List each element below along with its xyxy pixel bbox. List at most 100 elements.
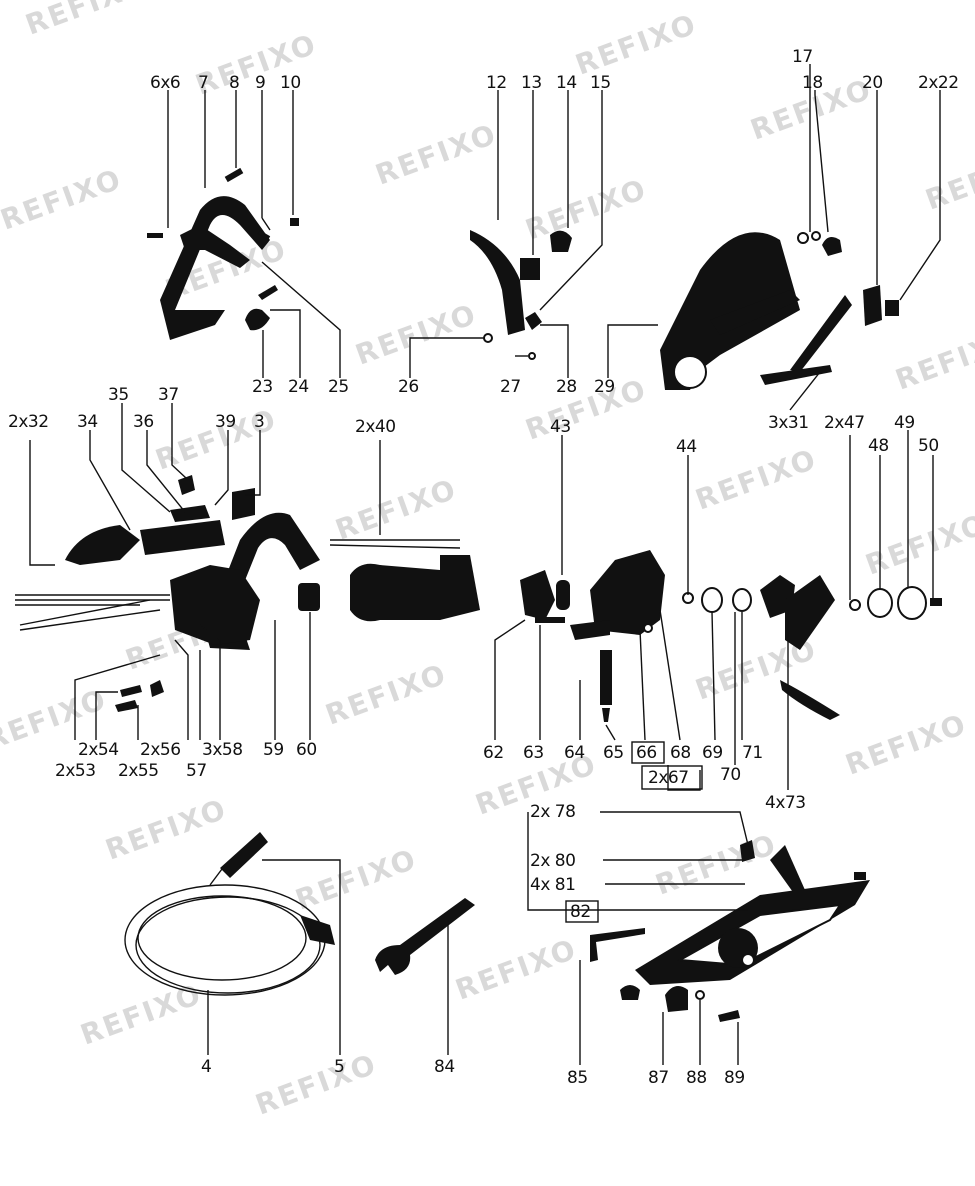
label-box xyxy=(631,741,665,764)
spring-part xyxy=(257,230,271,240)
oring-part xyxy=(701,587,723,613)
spring-part xyxy=(150,680,164,697)
spring-part xyxy=(600,650,612,705)
part-label: 49 xyxy=(894,413,915,433)
leader-line xyxy=(199,624,221,740)
leader-line xyxy=(261,90,271,231)
part-label: 23 xyxy=(252,377,273,397)
part-label: 6x6 xyxy=(150,73,180,93)
screw-part xyxy=(147,233,163,238)
watermark: REFIXO xyxy=(251,1047,381,1121)
part-label: 3x31 xyxy=(768,413,809,433)
lever-part xyxy=(790,295,852,372)
part-label: 63 xyxy=(523,743,544,763)
leader-line xyxy=(261,261,341,378)
pin-part xyxy=(258,285,278,300)
clip-part xyxy=(885,300,899,316)
part-label: 50 xyxy=(918,436,939,456)
part-label: 68 xyxy=(670,743,691,763)
pin-part xyxy=(535,617,565,623)
washer-part xyxy=(528,352,536,360)
upper-blade-guard-group xyxy=(147,90,341,378)
part-label: 4 xyxy=(201,1057,211,1077)
lever-part xyxy=(245,308,270,331)
gearbox-housing xyxy=(590,550,665,635)
watermark: REFIXO xyxy=(371,117,501,191)
brush-holder xyxy=(232,488,255,520)
armature-group xyxy=(329,435,570,740)
brush-wires xyxy=(329,539,461,549)
part-label: 18 xyxy=(802,73,823,93)
part-label: 71 xyxy=(742,743,763,763)
part-label: 69 xyxy=(702,743,723,763)
part-label: 2x67 xyxy=(648,768,689,788)
part-label: 2x53 xyxy=(55,761,96,781)
leader-line xyxy=(899,90,941,301)
guard-bracket xyxy=(180,225,250,268)
leader-line xyxy=(262,859,341,1055)
part-label: 87 xyxy=(648,1068,669,1088)
leader-line xyxy=(409,337,485,378)
part-label: 25 xyxy=(328,377,349,397)
base-plate-group xyxy=(527,811,870,1065)
riving-knife xyxy=(470,230,525,335)
fan-wheel xyxy=(520,570,555,620)
part-label: 34 xyxy=(77,412,98,432)
part-label: 60 xyxy=(296,740,317,760)
part-label: 2x56 xyxy=(140,740,181,760)
part-label: 7 xyxy=(198,73,208,93)
motor-housing-group xyxy=(15,403,320,740)
leader-line xyxy=(171,403,187,479)
part-label: 57 xyxy=(186,761,207,781)
clip-part xyxy=(224,167,244,183)
riving-knife-group xyxy=(409,90,603,378)
nut-part xyxy=(290,218,299,226)
leader-line xyxy=(600,811,749,846)
watermark: REFIXO xyxy=(921,142,975,216)
part-label: 82 xyxy=(570,902,591,922)
gearbox-group xyxy=(535,430,942,791)
leader-line xyxy=(711,611,716,741)
power-cable xyxy=(135,896,321,994)
cord-guard xyxy=(220,832,268,878)
bearing-part xyxy=(556,580,570,610)
part-label: 28 xyxy=(556,377,577,397)
plug-part xyxy=(300,915,335,945)
watermark: REFIXO xyxy=(841,707,971,781)
ring-part xyxy=(732,588,752,612)
washer-part xyxy=(811,231,821,241)
washer-part xyxy=(483,333,493,343)
part-label: 70 xyxy=(720,765,741,785)
part-label: 14 xyxy=(556,73,577,93)
watermark: REFIXO xyxy=(291,842,421,916)
leader-line xyxy=(539,90,603,311)
watermark: REFIXO xyxy=(691,442,821,516)
watermarks: REFIXO REFIXO REFIXO REFIXO REFIXO REFIX… xyxy=(0,0,975,1122)
leader-line xyxy=(814,90,829,233)
part-label: 4x 81 xyxy=(530,875,575,895)
watermark: REFIXO xyxy=(451,932,581,1006)
cable-lines xyxy=(15,594,170,606)
part-label: 4x73 xyxy=(765,793,806,813)
part-label: 3 xyxy=(254,412,264,432)
leader-line xyxy=(74,654,161,740)
watermark: REFIXO xyxy=(331,472,461,546)
watermark: REFIXO xyxy=(521,372,651,446)
lower-blade-guard xyxy=(660,232,800,390)
part-label: 2x32 xyxy=(8,412,49,432)
leader-line xyxy=(245,430,261,496)
part-label: 66 xyxy=(636,743,657,763)
knife-bracket xyxy=(520,258,540,280)
part-label: 84 xyxy=(434,1057,455,1077)
watermark: REFIXO xyxy=(101,792,231,866)
leader-line xyxy=(95,691,118,740)
upper-blade-guard xyxy=(160,196,270,340)
washer-part xyxy=(695,990,705,1000)
part-label: 29 xyxy=(594,377,615,397)
part-label: 65 xyxy=(603,743,624,763)
nut-part xyxy=(525,312,542,330)
part-label: 10 xyxy=(280,73,301,93)
part-label: 2x22 xyxy=(918,73,959,93)
